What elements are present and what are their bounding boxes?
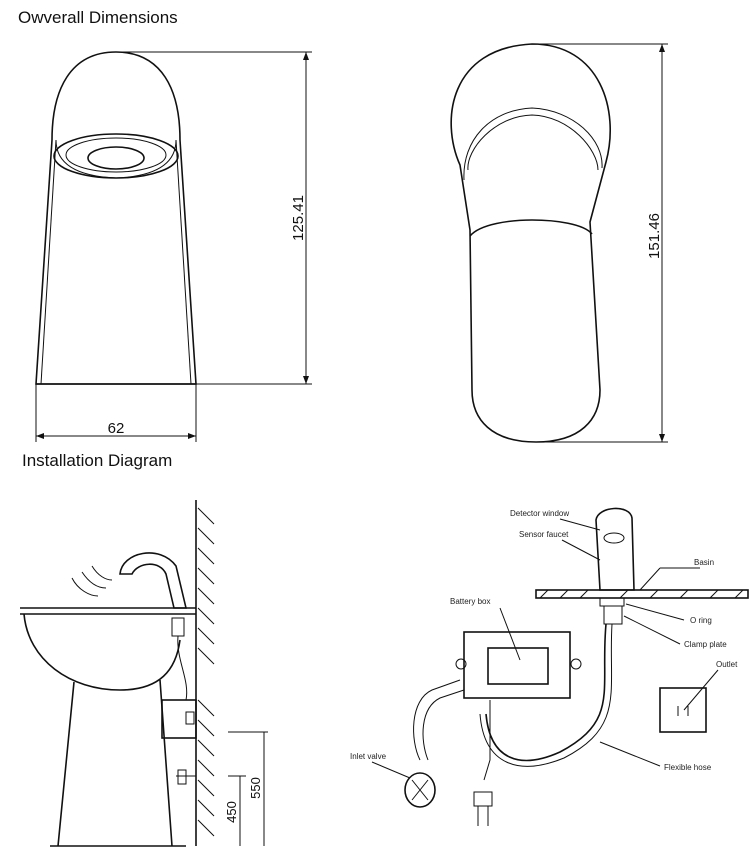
label-sensor-faucet: Sensor faucet	[519, 530, 569, 539]
label-battery-box: Battery box	[450, 597, 490, 606]
installation-diagram-title: Installation Diagram	[22, 451, 173, 470]
side-height-value: 151.46	[646, 213, 663, 259]
basin-pedestal	[20, 607, 196, 847]
label-outlet: Outlet	[716, 660, 738, 669]
front-height-value: 125.41	[290, 195, 307, 241]
side-height-dimension: 151.46	[532, 43, 668, 443]
label-inlet-valve: Inlet valve	[350, 752, 387, 761]
component-labels: Detector window Sensor faucet Basin Batt…	[350, 509, 738, 779]
label-clamp-plate: Clamp plate	[684, 640, 727, 649]
label-o-ring: O ring	[690, 616, 712, 625]
height-dimensions: 550 450	[224, 731, 268, 846]
base-width-dimension: 62	[35, 384, 197, 442]
front-height-dimension: 125.41	[118, 51, 312, 385]
installation-height-450: 450	[224, 801, 239, 823]
label-basin: Basin	[694, 558, 714, 567]
faucet-front-view	[35, 51, 197, 385]
label-flexible-hose: Flexible hose	[664, 763, 712, 772]
label-detector-window: Detector window	[510, 509, 569, 518]
installation-height-550: 550	[248, 777, 263, 799]
overall-dimensions-title: Owverall Dimensions	[18, 8, 178, 27]
base-width-value: 62	[108, 420, 125, 437]
faucet-side-view	[450, 43, 611, 443]
component-diagram	[404, 507, 749, 826]
wall	[195, 500, 215, 846]
installed-faucet	[71, 552, 197, 785]
